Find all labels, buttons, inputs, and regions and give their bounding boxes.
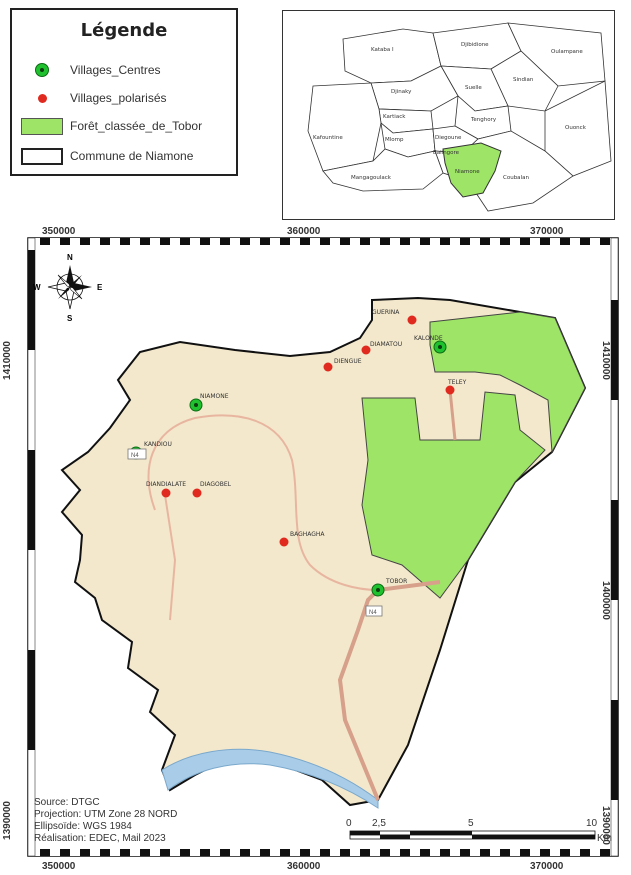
svg-text:Balingore: Balingore <box>433 150 460 156</box>
svg-text:Mangagoulack: Mangagoulack <box>351 175 392 181</box>
forest-patch-icon <box>21 117 63 135</box>
svg-text:BAGHAGHA: BAGHAGHA <box>290 531 325 538</box>
legend-item-foret: Forêt_classée_de_Tobor <box>20 114 202 138</box>
source-block: Source: DTGC Projection: UTM Zone 28 NOR… <box>34 797 177 845</box>
source-line: Ellipsoïde: WGS 1984 <box>34 821 132 832</box>
svg-text:NIAMONE: NIAMONE <box>200 393 229 400</box>
y-tick-right: 1390000 <box>599 806 611 845</box>
legend-label: Villages_polarisés <box>70 91 167 105</box>
svg-text:Kataba I: Kataba I <box>371 47 394 53</box>
svg-text:5: 5 <box>468 818 474 829</box>
legend-label: Villages_Centres <box>70 63 161 77</box>
source-line: Projection: UTM Zone 28 NORD <box>34 809 178 820</box>
svg-text:DIAGOBEL: DIAGOBEL <box>200 481 232 488</box>
svg-text:KALONDE: KALONDE <box>414 335 443 342</box>
x-tick-bottom: 370000 <box>530 861 564 872</box>
x-tick-bottom: 350000 <box>42 861 76 872</box>
legend-label: Forêt_classée_de_Tobor <box>70 119 203 133</box>
x-tick-bottom: 360000 <box>287 861 321 872</box>
svg-text:0: 0 <box>346 818 352 829</box>
forest-tobor-south <box>361 391 546 599</box>
forest-tobor-north <box>429 311 586 454</box>
svg-text:GUERINA: GUERINA <box>372 309 400 316</box>
svg-text:10: 10 <box>586 818 598 829</box>
svg-text:DIAMATOU: DIAMATOU <box>370 341 402 348</box>
road-shield <box>365 605 383 617</box>
svg-text:DIANDIALATE: DIANDIALATE <box>146 481 186 488</box>
svg-text:Niamone: Niamone <box>455 169 480 175</box>
inset-niamone-highlight <box>442 142 502 198</box>
village-diengue <box>323 362 333 372</box>
y-tick-right: 1400000 <box>599 581 611 620</box>
svg-text:E: E <box>97 283 103 292</box>
svg-text:N4: N4 <box>131 453 139 459</box>
y-tick-right: 1410000 <box>599 341 611 380</box>
svg-text:TOBOR: TOBOR <box>385 578 407 585</box>
road-shield <box>127 448 147 460</box>
scale-bar: 0 2,5 5 10 Km <box>346 818 612 844</box>
village-diandialate <box>161 488 171 498</box>
source-line: Source: DTGC <box>34 797 100 808</box>
red-dot-icon <box>37 93 47 103</box>
legend-title: Légende <box>80 20 168 41</box>
svg-text:Ouonck: Ouonck <box>565 125 587 131</box>
svg-text:Suelle: Suelle <box>465 85 482 91</box>
inset-map: Kataba I Djibidione Oulampane Sindian Su… <box>282 10 615 220</box>
commune-patch-icon <box>21 147 63 165</box>
svg-text:TELEY: TELEY <box>447 379 467 386</box>
svg-text:Coubalan: Coubalan <box>503 175 529 181</box>
svg-text:Sindian: Sindian <box>513 77 534 83</box>
legend-box: Légende Villages_Centres Villages_polari… <box>10 8 238 176</box>
legend-item-polarises: Villages_polarisés <box>20 86 167 110</box>
svg-text:Km: Km <box>597 833 612 844</box>
svg-text:S: S <box>67 314 73 323</box>
x-tick-top: 370000 <box>530 226 564 237</box>
frame-bottom-ticks <box>28 849 618 856</box>
x-tick-top: 360000 <box>287 226 321 237</box>
villages-polarises <box>161 315 455 547</box>
village-labels: NIAMONE KANDIOU KALONDE TOBOR GUERINA DI… <box>144 309 467 585</box>
svg-text:KANDIOU: KANDIOU <box>144 441 172 448</box>
svg-text:Diegoune: Diegoune <box>435 135 462 141</box>
legend-item-centres: Villages_Centres <box>20 58 161 82</box>
svg-text:Tenghory: Tenghory <box>470 117 497 123</box>
river <box>161 748 379 809</box>
road <box>164 494 177 621</box>
inset-svg: Kataba I Djibidione Oulampane Sindian Su… <box>307 22 612 212</box>
svg-text:2,5: 2,5 <box>372 818 386 829</box>
legend-item-commune: Commune de Niamone <box>20 144 193 168</box>
road <box>448 389 457 441</box>
svg-text:Djibidione: Djibidione <box>461 42 489 48</box>
inset-labels: Kataba I Djibidione Oulampane Sindian Su… <box>313 42 587 181</box>
frame-top-ticks <box>28 238 618 245</box>
legend-label: Commune de Niamone <box>70 149 194 163</box>
x-tick-top: 350000 <box>42 226 76 237</box>
svg-text:Djinaky: Djinaky <box>391 89 412 95</box>
compass-rose-icon: N S E W <box>33 253 103 323</box>
svg-text:W: W <box>33 283 41 292</box>
village-baghagha <box>279 537 289 547</box>
village-teley <box>445 385 455 395</box>
y-tick-left: 1390000 <box>1 801 13 840</box>
svg-text:Kafountine: Kafountine <box>313 135 343 141</box>
svg-text:N4: N4 <box>369 610 377 616</box>
svg-text:Kartiack: Kartiack <box>383 114 406 120</box>
source-line: Réalisation: EDEC, Mail 2023 <box>34 833 166 844</box>
green-dot-icon <box>35 63 49 77</box>
svg-text:Oulampane: Oulampane <box>551 49 583 55</box>
svg-text:Mlomp: Mlomp <box>385 137 404 143</box>
svg-text:N: N <box>67 253 73 262</box>
y-tick-left: 1410000 <box>1 341 13 380</box>
village-guerina <box>407 315 417 325</box>
road <box>147 414 379 591</box>
village-diamatou <box>361 345 371 355</box>
village-diagobel <box>192 488 202 498</box>
svg-text:DIENGUE: DIENGUE <box>334 358 362 365</box>
